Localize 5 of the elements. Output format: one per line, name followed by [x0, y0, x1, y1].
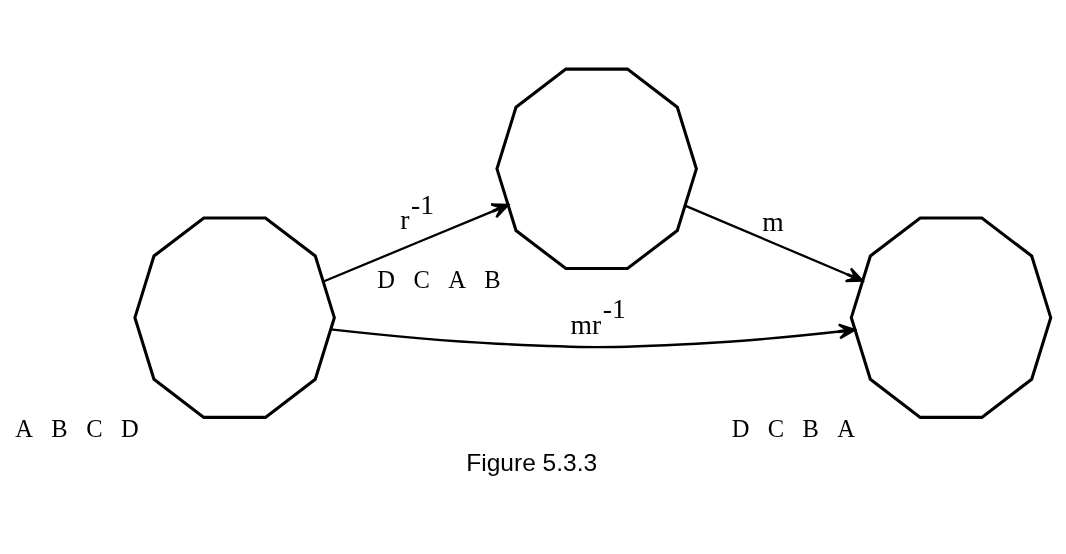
edge-label: m: [762, 205, 784, 237]
caption: Figure 5.3.3: [466, 448, 598, 476]
node-label: A B C D: [15, 415, 139, 442]
node-label: D C B A: [731, 415, 856, 442]
node-label: D C A B: [377, 266, 501, 294]
